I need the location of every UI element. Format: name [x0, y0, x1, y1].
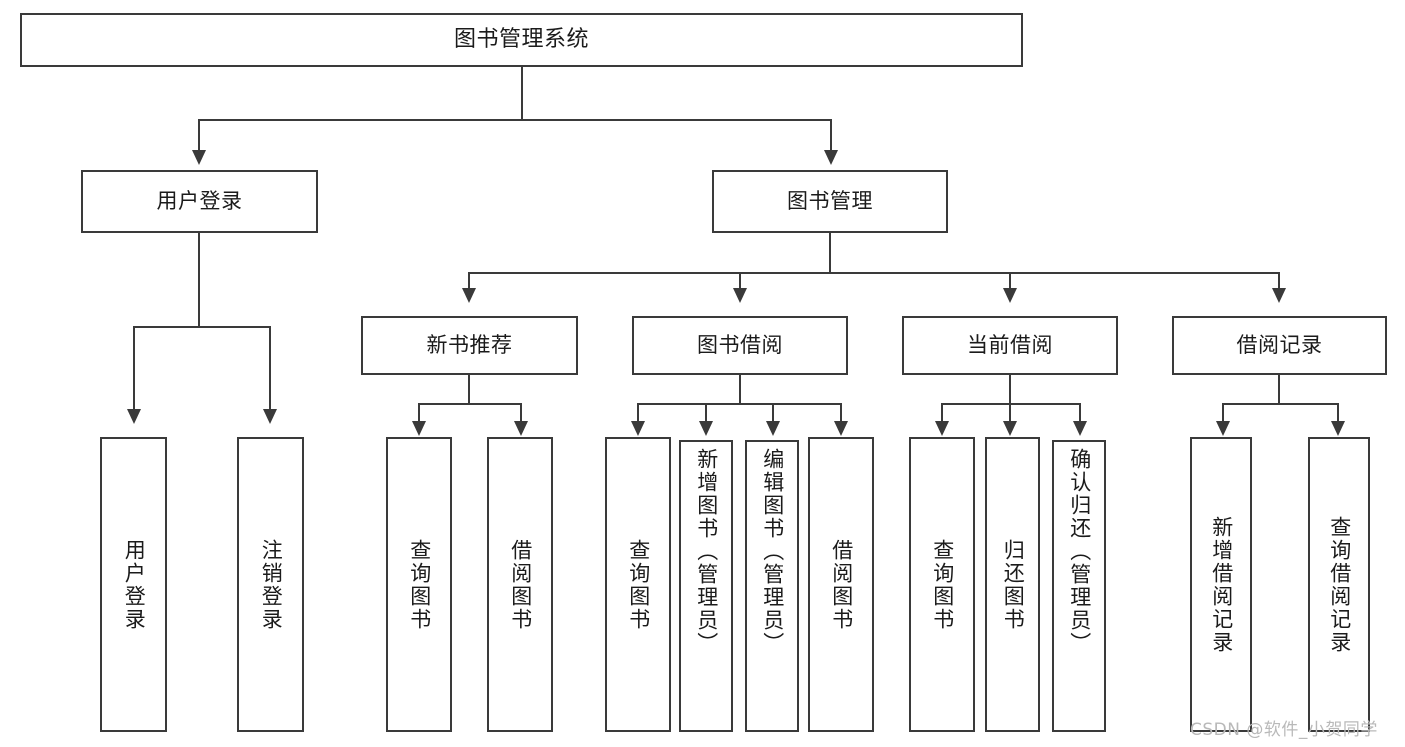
arrowhead-leaf-add-book — [699, 421, 713, 436]
connector-book-manage-to-recommend — [468, 272, 470, 290]
connector-book-manage-stem — [829, 233, 831, 272]
connector-root-to-book-manage — [830, 119, 832, 152]
node-current-borrow[interactable]: 当前借阅 — [902, 316, 1118, 375]
connector-borrow-to-leaf2 — [705, 403, 707, 423]
connector-user-login-to-leaf2 — [269, 326, 271, 411]
node-label: 新增图书（管理员） — [694, 448, 719, 655]
node-new-book-recommend[interactable]: 新书推荐 — [361, 316, 578, 375]
node-root-system[interactable]: 图书管理系统 — [20, 13, 1023, 67]
connector-borrow-to-leaf4 — [840, 403, 842, 423]
arrowhead-leaf-confirm-return — [1073, 421, 1087, 436]
connector-record-stem — [1278, 375, 1280, 403]
connector-user-login-to-leaf1 — [133, 326, 135, 411]
connector-user-login-bus — [133, 326, 271, 328]
node-label: 借阅图书 — [829, 538, 854, 631]
connector-record-bus — [1222, 403, 1339, 405]
connector-root-to-user-login — [198, 119, 200, 152]
arrowhead-leaf-return-book — [1003, 421, 1017, 436]
node-leaf-add-record[interactable]: 新增借阅记录 — [1190, 437, 1252, 732]
arrowhead-leaf-borrow-book-2 — [834, 421, 848, 436]
node-leaf-logout-login[interactable]: 注销登录 — [237, 437, 304, 732]
node-label: 当前借阅 — [967, 333, 1053, 358]
node-leaf-confirm-return[interactable]: 确认归还（管理员） — [1052, 440, 1106, 732]
connector-root-stem — [521, 67, 523, 119]
connector-current-to-leaf2 — [1009, 403, 1011, 423]
node-label: 新增借阅记录 — [1209, 515, 1234, 654]
node-leaf-borrow-book-2[interactable]: 借阅图书 — [808, 437, 874, 732]
connector-root-bus — [198, 119, 832, 121]
node-label: 新书推荐 — [426, 333, 513, 358]
arrowhead-current-borrow — [1003, 288, 1017, 303]
connector-book-manage-to-record — [1278, 272, 1280, 290]
node-leaf-edit-book[interactable]: 编辑图书（管理员） — [745, 440, 799, 732]
arrowhead-leaf-logout-login — [263, 409, 277, 424]
node-label: 用户登录 — [156, 189, 243, 214]
connector-book-manage-bus — [468, 272, 1280, 274]
connector-book-manage-to-current — [1009, 272, 1011, 290]
node-label: 图书管理 — [787, 189, 873, 214]
node-label: 用户登录 — [122, 538, 147, 631]
arrowhead-leaf-query-book-3 — [935, 421, 949, 436]
node-label: 查询借阅记录 — [1327, 515, 1352, 654]
connector-record-to-leaf2 — [1337, 403, 1339, 423]
node-label: 借阅记录 — [1236, 333, 1323, 358]
arrowhead-leaf-query-book-1 — [412, 421, 426, 436]
node-label: 归还图书 — [1001, 538, 1026, 631]
arrowhead-leaf-borrow-book-1 — [514, 421, 528, 436]
connector-current-to-leaf3 — [1079, 403, 1081, 423]
csdn-watermark: CSDN @软件_小贺同学 — [1190, 720, 1378, 740]
node-label: 借阅图书 — [508, 538, 533, 631]
connector-record-to-leaf1 — [1222, 403, 1224, 423]
connector-current-bus — [941, 403, 1081, 405]
node-label: 查询图书 — [407, 538, 432, 631]
connector-borrow-stem — [739, 375, 741, 403]
node-label: 查询图书 — [930, 538, 955, 631]
connector-user-login-stem — [198, 233, 200, 326]
node-label: 确认归还（管理员） — [1067, 448, 1092, 655]
arrowhead-book-manage — [824, 150, 838, 165]
connector-current-stem — [1009, 375, 1011, 403]
node-label: 编辑图书（管理员） — [760, 448, 785, 655]
node-label: 图书管理系统 — [453, 27, 589, 53]
node-leaf-query-book-2[interactable]: 查询图书 — [605, 437, 671, 732]
arrowhead-user-login — [192, 150, 206, 165]
arrowhead-leaf-query-record — [1331, 421, 1345, 436]
node-book-manage[interactable]: 图书管理 — [712, 170, 948, 233]
arrowhead-borrow-record — [1272, 288, 1286, 303]
node-label: 注销登录 — [259, 538, 284, 631]
arrowhead-leaf-user-login — [127, 409, 141, 424]
node-leaf-query-book-3[interactable]: 查询图书 — [909, 437, 975, 732]
arrowhead-leaf-edit-book — [766, 421, 780, 436]
connector-recommend-to-leaf1 — [418, 403, 420, 423]
arrowhead-leaf-add-record — [1216, 421, 1230, 436]
connector-borrow-to-leaf1 — [637, 403, 639, 423]
node-label: 查询图书 — [626, 538, 651, 631]
node-leaf-query-book-1[interactable]: 查询图书 — [386, 437, 452, 732]
connector-borrow-bus — [637, 403, 842, 405]
connector-recommend-to-leaf2 — [520, 403, 522, 423]
node-leaf-query-record[interactable]: 查询借阅记录 — [1308, 437, 1370, 732]
connector-recommend-bus — [418, 403, 522, 405]
connector-borrow-to-leaf3 — [772, 403, 774, 423]
connector-book-manage-to-borrow — [739, 272, 741, 290]
arrowhead-book-borrow — [733, 288, 747, 303]
node-leaf-add-book[interactable]: 新增图书（管理员） — [679, 440, 733, 732]
node-leaf-user-login[interactable]: 用户登录 — [100, 437, 167, 732]
node-label: 图书借阅 — [697, 333, 783, 358]
node-leaf-borrow-book-1[interactable]: 借阅图书 — [487, 437, 553, 732]
node-book-borrow[interactable]: 图书借阅 — [632, 316, 848, 375]
connector-recommend-stem — [468, 375, 470, 403]
node-leaf-return-book[interactable]: 归还图书 — [985, 437, 1040, 732]
connector-current-to-leaf1 — [941, 403, 943, 423]
node-user-login[interactable]: 用户登录 — [81, 170, 318, 233]
arrowhead-leaf-query-book-2 — [631, 421, 645, 436]
node-borrow-record[interactable]: 借阅记录 — [1172, 316, 1387, 375]
arrowhead-new-book-recommend — [462, 288, 476, 303]
